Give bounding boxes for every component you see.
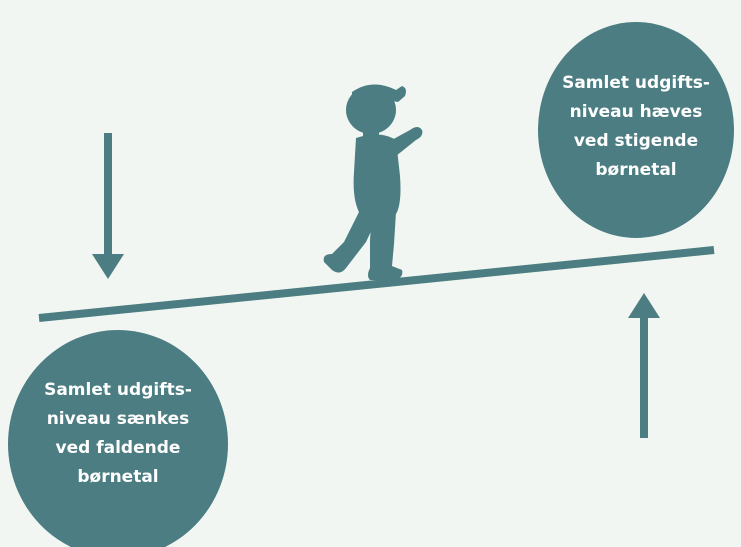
bubble-increase-line: ved stigende [573,131,699,151]
arrow-up-icon [628,293,660,438]
bubble-increase-text: Samlet udgifts- niveau hæves ved stigend… [562,69,710,185]
bubble-decrease-line: Samlet udgifts- [44,380,192,400]
bubble-increase-line: børnetal [595,160,677,180]
bubble-decrease-line: ved faldende [55,438,181,458]
bubble-decrease: Samlet udgifts- niveau sænkes ved falden… [8,330,228,547]
child-silhouette-icon [323,84,423,280]
bubble-decrease-line: niveau sænkes [46,409,190,429]
bubble-increase-line: niveau hæves [569,102,703,122]
bubble-decrease-line: børnetal [77,467,159,487]
arrow-down-icon [92,133,124,279]
bubble-increase: Samlet udgifts- niveau hæves ved stigend… [538,22,734,238]
bubble-decrease-text: Samlet udgifts- niveau sænkes ved falden… [44,376,192,492]
bubble-increase-line: Samlet udgifts- [562,73,710,93]
seesaw-beam [38,246,715,322]
